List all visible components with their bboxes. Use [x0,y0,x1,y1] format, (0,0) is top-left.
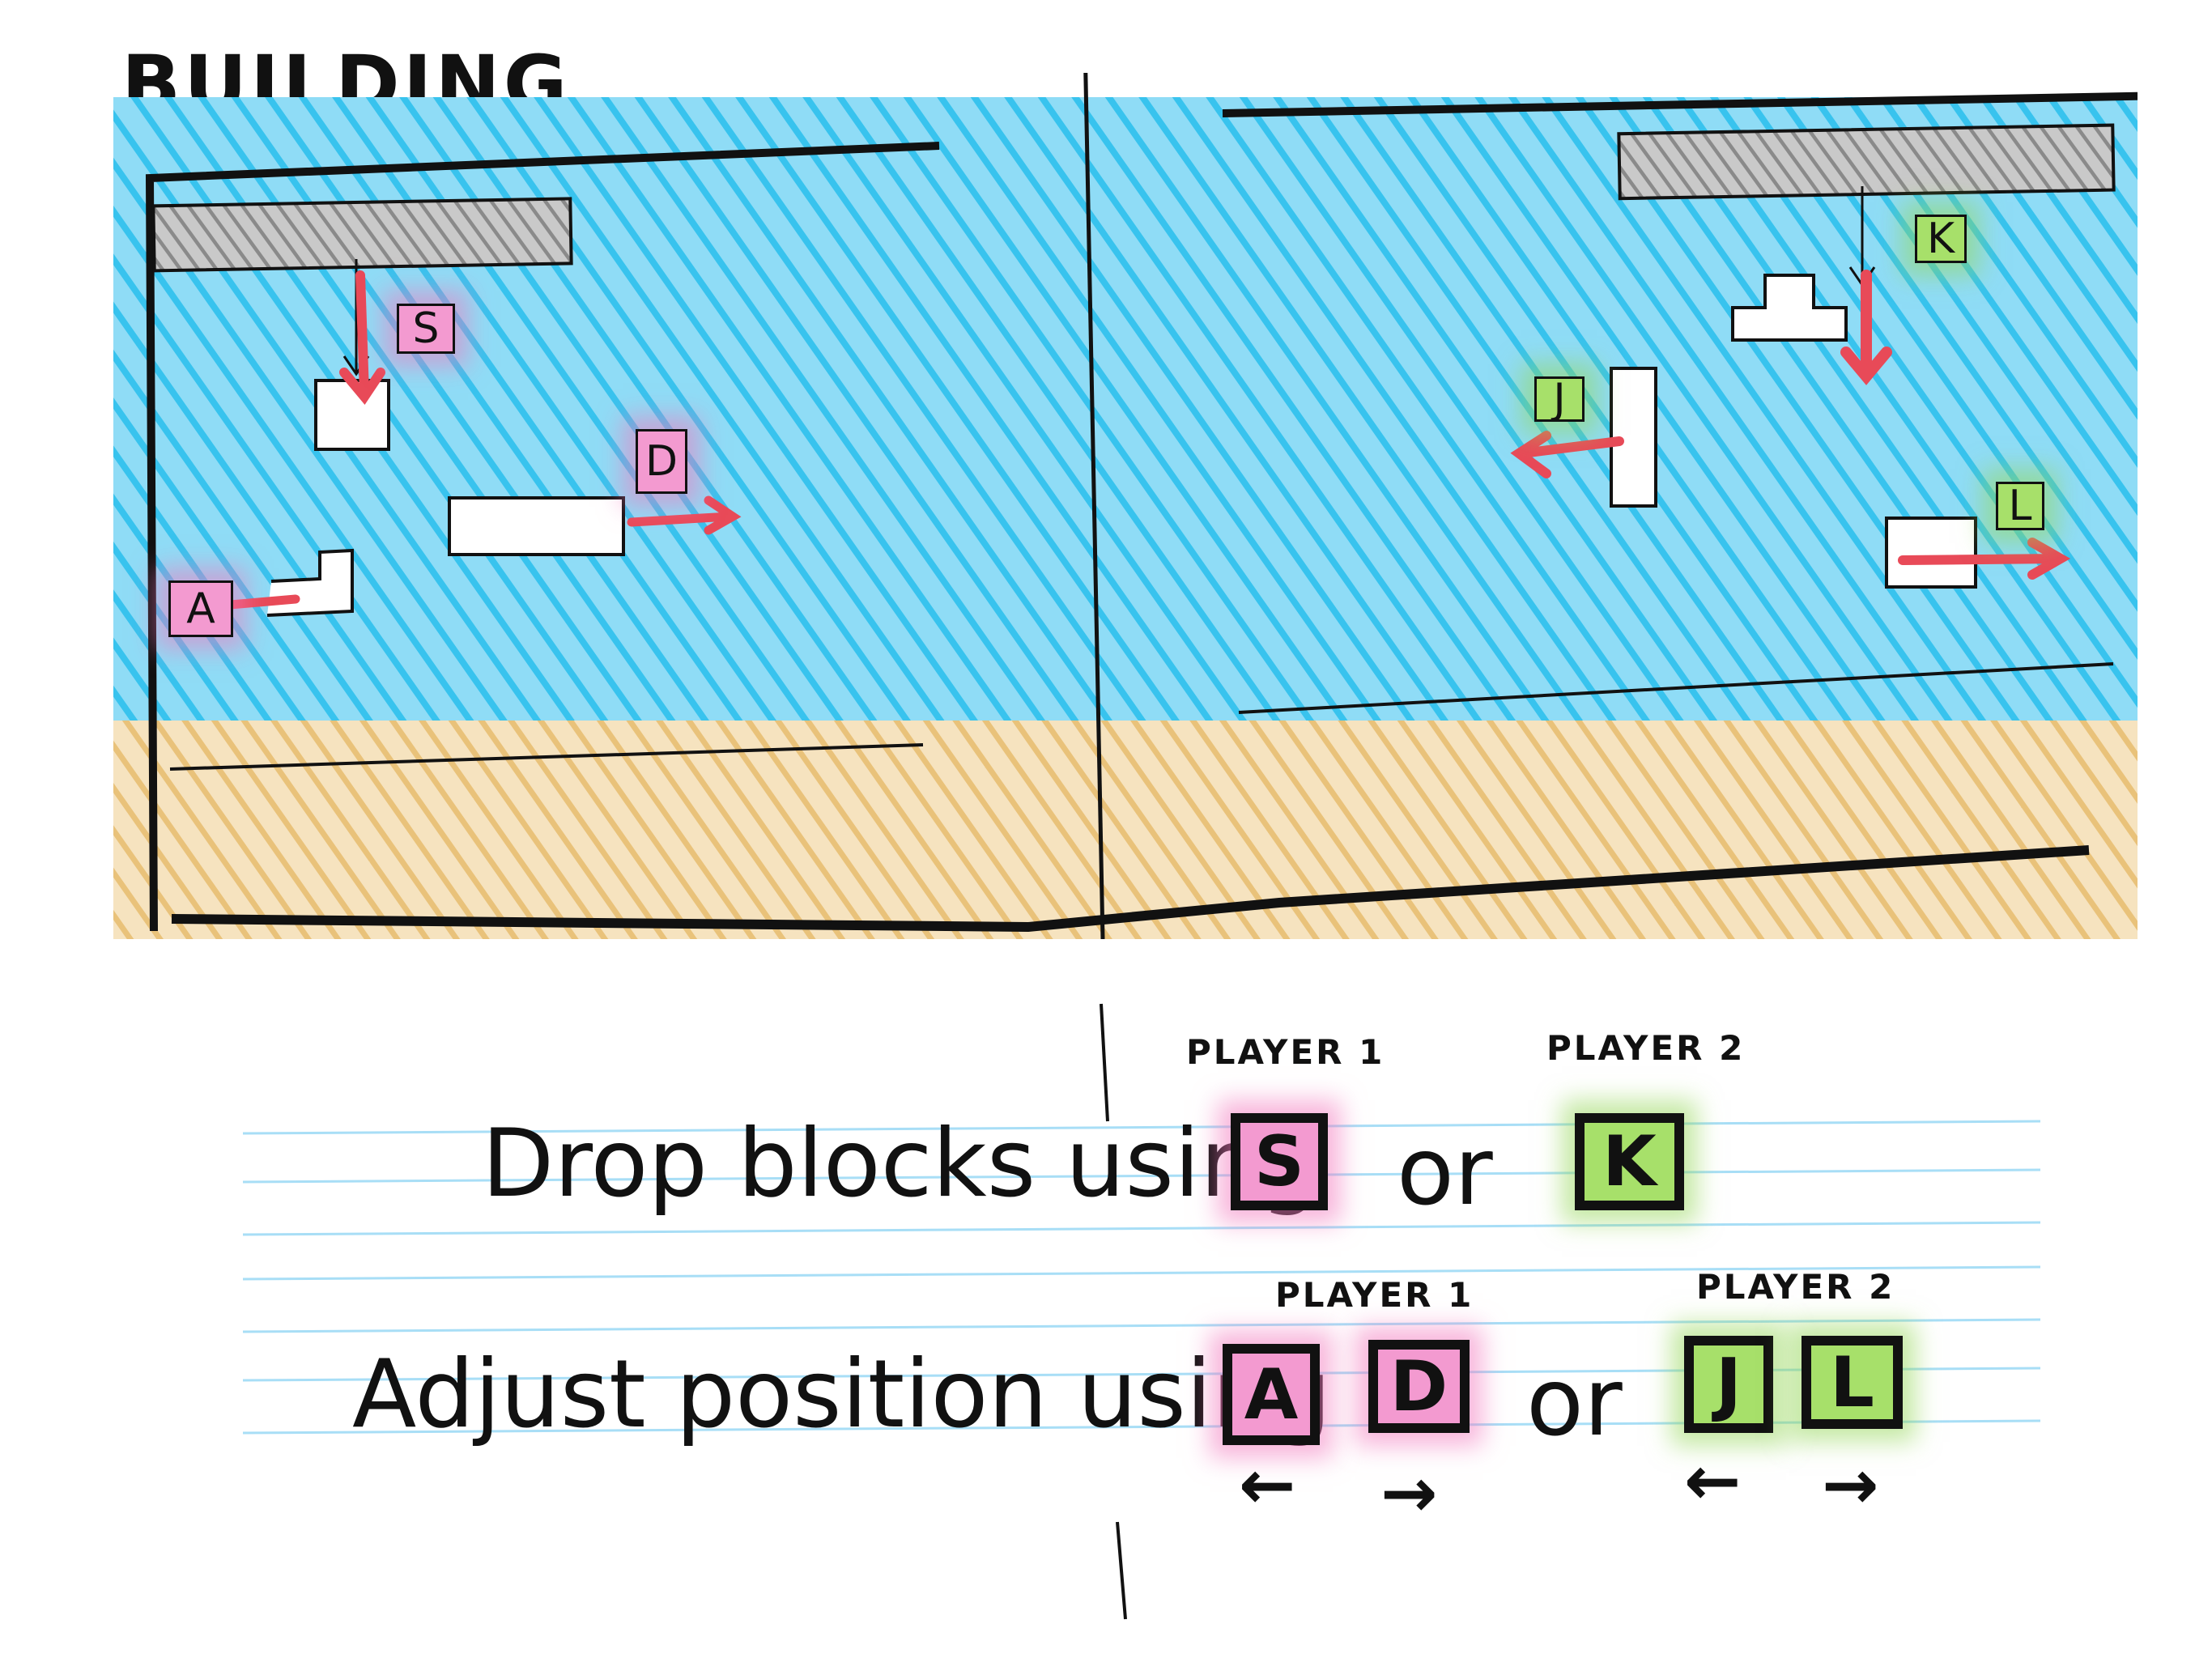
rule-line [242,1168,2041,1184]
player1-drop-key: S [1231,1113,1328,1210]
player2-left-key: J [1684,1336,1773,1433]
red-move-left-arrow-right [1510,431,1624,478]
game-scene [113,73,2138,939]
player2-label-drop: PLAYER 2 [1546,1028,1746,1068]
player1-left-arrow: ← [1239,1445,1296,1524]
player1-right-key: D [1368,1340,1470,1433]
drop-instruction-text: Drop blocks using [482,1109,1320,1218]
red-move-right-arrow-right [1898,538,2071,580]
player2-right-key: L [1802,1336,1903,1429]
player1-label-drop: PLAYER 1 [1186,1032,1385,1072]
key-a-badge: A [168,580,233,637]
small-block-right [1885,517,1977,589]
red-drop-arrow-left [339,270,385,406]
player1-right-arrow: → [1380,1453,1438,1533]
rule-line [242,1318,2041,1333]
key-j-badge: J [1534,375,1585,423]
red-move-right-arrow-left [627,495,742,535]
dropper-platform-right [1617,123,2116,201]
split-divider-lower [1100,1003,1109,1122]
adjust-instruction-text: Adjust position using [352,1340,1332,1449]
key-k-badge: K [1915,215,1967,263]
red-drop-arrow-right [1840,270,1892,385]
ground [113,721,2138,939]
dropper-platform-left [151,197,573,273]
ground-line-right [1238,662,2114,714]
screen-frame [145,142,940,932]
player1-label-adjust: PLAYER 1 [1275,1275,1474,1315]
split-divider [1083,73,1105,939]
long-block-left [448,496,625,556]
ground-line-left [169,743,924,771]
adjust-or-text: or [1526,1348,1623,1457]
rule-line [242,1120,2041,1135]
split-divider-bottom [1116,1521,1127,1620]
rule-line [242,1221,2041,1236]
player2-right-arrow: → [1822,1445,1879,1524]
player2-drop-key: K [1575,1113,1684,1210]
key-s-badge: S [397,304,455,354]
t-block-right [1731,274,1848,342]
drop-or-text: or [1397,1117,1493,1226]
screen-frame-bottom [171,845,2090,933]
rule-line [242,1265,2041,1281]
screen-frame-right [1222,91,2138,117]
game-screen: S D A K J L [113,73,2138,939]
player1-left-key: A [1223,1344,1320,1445]
key-l-badge: L [1996,482,2044,530]
player2-left-arrow: ← [1684,1441,1742,1520]
key-d-badge: D [636,429,687,494]
player2-label-adjust: PLAYER 2 [1696,1267,1895,1307]
